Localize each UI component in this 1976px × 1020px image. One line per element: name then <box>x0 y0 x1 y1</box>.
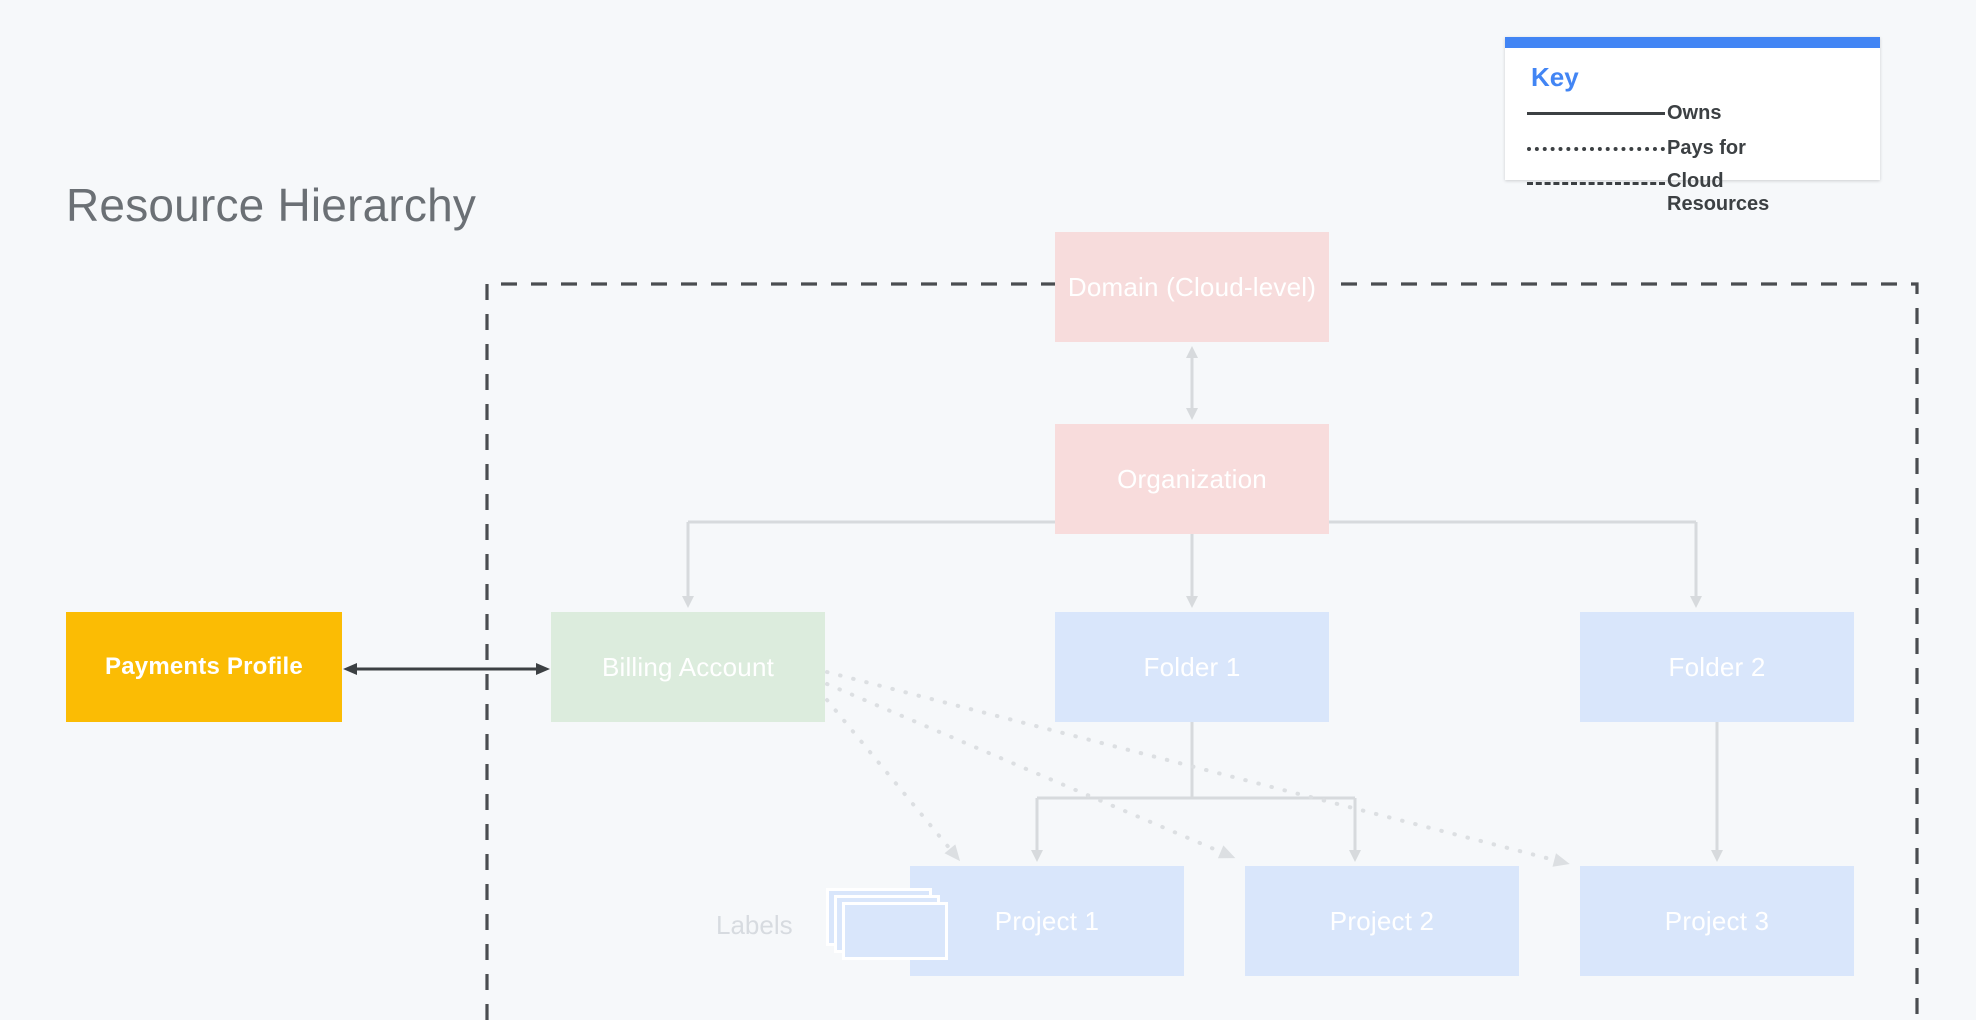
legend-sample-dotted-icon <box>1527 137 1667 159</box>
legend-label-pays-for: Pays for <box>1667 137 1746 159</box>
edge-billing-project1 <box>825 698 961 862</box>
legend-row-pays-for: Pays for <box>1527 137 1863 172</box>
node-project-2[interactable]: Project 2 <box>1245 866 1519 976</box>
legend-sample-solid-icon <box>1527 102 1667 124</box>
legend-title: Key <box>1531 62 1579 92</box>
legend-sample-dashed-icon <box>1527 172 1667 194</box>
node-domain[interactable]: Domain (Cloud-level) <box>1055 232 1329 342</box>
labels-caption: Labels <box>716 910 793 940</box>
legend-accent-bar <box>1505 37 1880 48</box>
legend-rows: Owns Pays for Cloud Resources <box>1527 102 1863 215</box>
page-title: Resource Hierarchy <box>66 179 477 231</box>
node-project-1[interactable]: Project 1 <box>910 866 1184 976</box>
node-project-3[interactable]: Project 3 <box>1580 866 1854 976</box>
labels-stack-icon <box>826 888 958 964</box>
node-folder-2[interactable]: Folder 2 <box>1580 612 1854 722</box>
node-folder-1[interactable]: Folder 1 <box>1055 612 1329 722</box>
legend-label-cloud-resources: Cloud Resources <box>1667 170 1770 215</box>
stack-card-front <box>842 902 948 960</box>
node-payments-profile[interactable]: Payments Profile <box>66 612 342 722</box>
legend-panel: Key Owns Pays for <box>1505 37 1880 215</box>
node-organization[interactable]: Organization <box>1055 424 1329 534</box>
legend-row-owns: Owns <box>1527 102 1863 137</box>
node-billing-account[interactable]: Billing Account <box>551 612 825 722</box>
legend-row-cloud-resources: Cloud Resources <box>1527 170 1863 215</box>
legend-label-owns: Owns <box>1667 102 1722 124</box>
